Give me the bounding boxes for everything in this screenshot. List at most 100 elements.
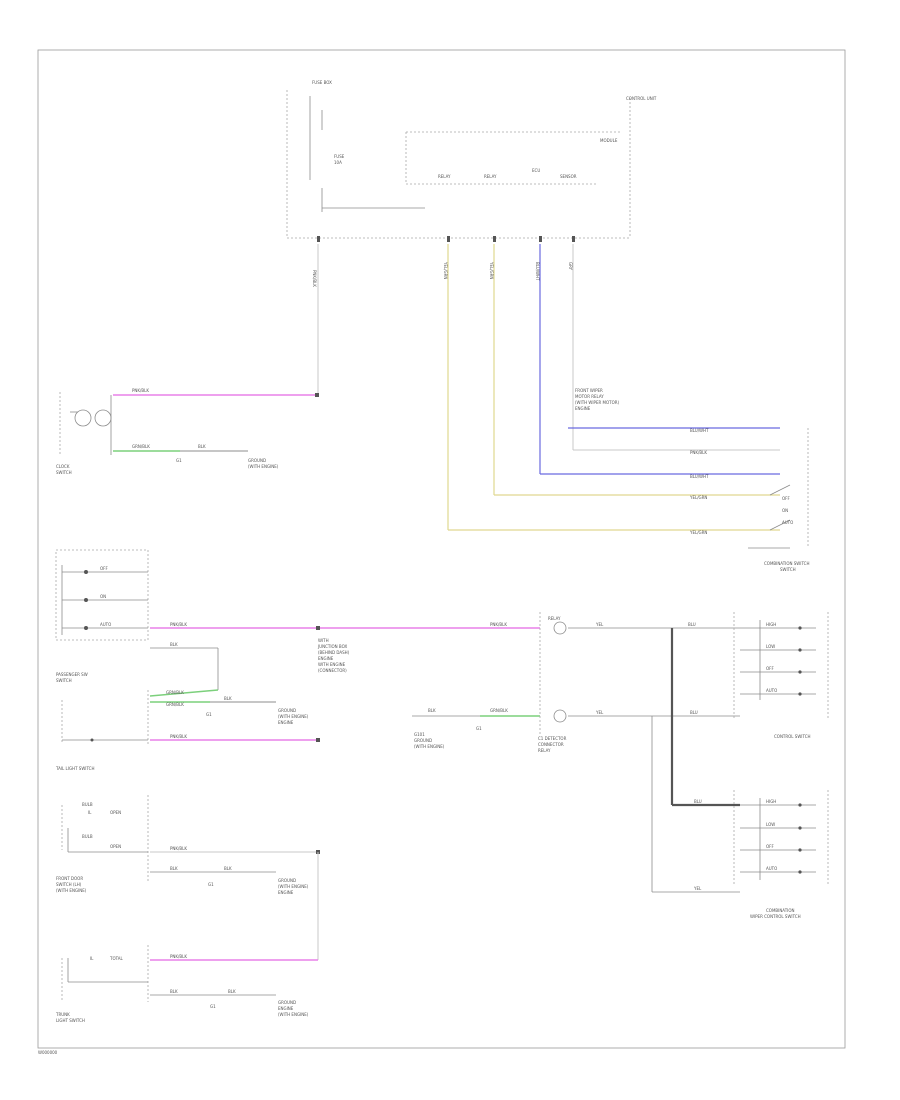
svg-text:PNK/BLK: PNK/BLK (132, 388, 149, 393)
svg-text:LIGHT SWITCH: LIGHT SWITCH (56, 1018, 85, 1023)
svg-text:GROUND: GROUND (278, 708, 296, 713)
control-unit-block: CONTROL UNIT MODULE RELAY RELAY ECU SENS… (405, 96, 657, 185)
svg-text:ON: ON (782, 508, 788, 513)
svg-text:CLOCK: CLOCK (56, 464, 70, 469)
svg-text:BLK: BLK (170, 642, 178, 647)
svg-text:PASSENGER SW: PASSENGER SW (56, 672, 88, 677)
svg-text:G1: G1 (476, 726, 482, 731)
svg-text:BLK: BLK (170, 866, 178, 871)
right-switch-bottom: HIGH LOW OFF AUTO COMBINATION WIPER CONT… (733, 790, 829, 919)
svg-text:GRN/BLK: GRN/BLK (166, 702, 184, 707)
svg-text:10A: 10A (334, 160, 342, 165)
svg-text:FUSE: FUSE (334, 154, 345, 159)
svg-text:CONNECTOR: CONNECTOR (538, 742, 564, 747)
svg-text:G1: G1 (176, 458, 182, 463)
module-label: MODULE (600, 138, 618, 143)
svg-text:BLK: BLK (198, 444, 206, 449)
svg-text:MOTOR RELAY: MOTOR RELAY (575, 394, 604, 399)
svg-text:ENGINE: ENGINE (278, 1006, 294, 1011)
svg-text:AUTO: AUTO (766, 688, 777, 693)
diagram-frame (37, 49, 846, 1049)
svg-text:TOTAL: TOTAL (109, 956, 123, 961)
svg-text:PNK/BLK: PNK/BLK (170, 954, 187, 959)
svg-text:HIGH: HIGH (766, 622, 776, 627)
svg-text:G1: G1 (208, 882, 214, 887)
svg-text:LOW: LOW (766, 822, 775, 827)
svg-text:OPEN: OPEN (110, 810, 121, 815)
fuse-box-label: FUSE BOX (312, 80, 332, 85)
svg-text:GRN/BLK: GRN/BLK (132, 444, 150, 449)
svg-text:GRY: GRY (568, 262, 573, 271)
svg-text:AUTO: AUTO (766, 866, 777, 871)
svg-text:GROUND: GROUND (278, 878, 296, 883)
svg-text:G1: G1 (210, 1004, 216, 1009)
svg-text:WITH ENGINE: WITH ENGINE (318, 662, 346, 667)
svg-text:G1: G1 (206, 712, 212, 717)
svg-text:YEL/GRN: YEL/GRN (689, 495, 707, 500)
svg-text:PNK/BLK: PNK/BLK (690, 450, 707, 455)
svg-text:SENSOR: SENSOR (560, 174, 577, 179)
svg-text:(CONNECTOR): (CONNECTOR) (318, 668, 347, 673)
svg-text:PNK/BLK: PNK/BLK (170, 734, 187, 739)
left-top-switch: CLOCK SWITCH (56, 392, 112, 475)
center-relay: BLK GRN/BLK G1 G101 GROUND (WITH ENGINE)… (412, 612, 740, 753)
svg-text:OFF: OFF (100, 566, 108, 571)
svg-text:(WITH ENGINE): (WITH ENGINE) (278, 1012, 309, 1017)
svg-text:GROUND: GROUND (414, 738, 432, 743)
svg-text:YEL: YEL (595, 710, 604, 715)
control-unit-label: CONTROL UNIT (626, 96, 657, 101)
svg-text:G101: G101 (414, 732, 425, 737)
svg-text:BLU: BLU (694, 799, 702, 804)
svg-text:YEL/GRN: YEL/GRN (689, 530, 707, 535)
svg-text:COMBINATION: COMBINATION (766, 908, 795, 913)
svg-text:BLU/WHT: BLU/WHT (690, 474, 709, 479)
right-switch-top: HIGH LOW OFF AUTO CONTROL SWITCH (733, 612, 829, 739)
svg-text:CONTROL SWITCH: CONTROL SWITCH (774, 734, 811, 739)
svg-text:(WITH WIPER MOTOR): (WITH WIPER MOTOR) (575, 400, 620, 405)
svg-text:TAIL LIGHT SWITCH: TAIL LIGHT SWITCH (55, 766, 94, 771)
svg-text:SWITCH: SWITCH (780, 567, 796, 572)
svg-text:YEL: YEL (595, 622, 604, 627)
svg-text:AUTO: AUTO (100, 622, 111, 627)
svg-text:GROUND: GROUND (248, 458, 266, 463)
top-connectors (317, 236, 575, 242)
svg-text:SWITCH (LH): SWITCH (LH) (56, 882, 82, 887)
svg-text:WITH: WITH (318, 638, 329, 643)
svg-text:GROUND: GROUND (278, 1000, 296, 1005)
svg-text:PNK/BLK: PNK/BLK (170, 622, 187, 627)
svg-text:BLU: BLU (688, 622, 696, 627)
svg-text:IL: IL (88, 810, 92, 815)
svg-text:(WITH ENGINE): (WITH ENGINE) (248, 464, 279, 469)
svg-text:GRN/BLK: GRN/BLK (490, 708, 508, 713)
svg-text:(WITH ENGINE): (WITH ENGINE) (278, 714, 309, 719)
svg-text:OFF: OFF (766, 666, 774, 671)
svg-text:(WITH ENGINE): (WITH ENGINE) (56, 888, 87, 893)
fuse-box-block: FUSE BOX FUSE 10A (286, 80, 631, 239)
svg-text:PNK/BLK: PNK/BLK (170, 846, 187, 851)
svg-text:BLK: BLK (224, 866, 232, 871)
svg-text:IL: IL (90, 956, 94, 961)
svg-text:RELAY: RELAY (548, 616, 561, 621)
svg-text:C1 DETECTOR: C1 DETECTOR (538, 736, 567, 741)
page-reference: W000000 (38, 1050, 58, 1055)
hood-switch: IL TOTAL TRUNK LIGHT SWITCH (55, 945, 149, 1023)
svg-text:SWITCH: SWITCH (56, 470, 72, 475)
svg-text:WIPER CONTROL SWITCH: WIPER CONTROL SWITCH (750, 914, 801, 919)
svg-text:TRUNK: TRUNK (55, 1012, 70, 1017)
svg-text:PNK/BLK: PNK/BLK (490, 622, 507, 627)
svg-text:LOW: LOW (766, 644, 775, 649)
svg-text:YEL/GRN: YEL/GRN (443, 261, 448, 279)
svg-text:ENGINE: ENGINE (278, 890, 294, 895)
svg-text:YEL: YEL (693, 886, 702, 891)
front-switch-box: OFF ON AUTO PASSENGER SW SWITCH (55, 549, 149, 683)
svg-text:BULB: BULB (82, 802, 93, 807)
svg-text:AUTO: AUTO (782, 520, 793, 525)
comb-switch-label: COMBINATION SWITCH (764, 561, 809, 566)
svg-text:RELAY: RELAY (438, 174, 451, 179)
svg-text:GRN/BLK: GRN/BLK (166, 690, 184, 695)
wire-green-mid (149, 689, 219, 697)
svg-text:YEL/GRN: YEL/GRN (489, 261, 494, 279)
combination-switch: FRONT WIPER MOTOR RELAY (WITH WIPER MOTO… (448, 388, 809, 572)
svg-text:BLK: BLK (224, 696, 232, 701)
svg-text:FRONT DOOR: FRONT DOOR (56, 876, 83, 881)
